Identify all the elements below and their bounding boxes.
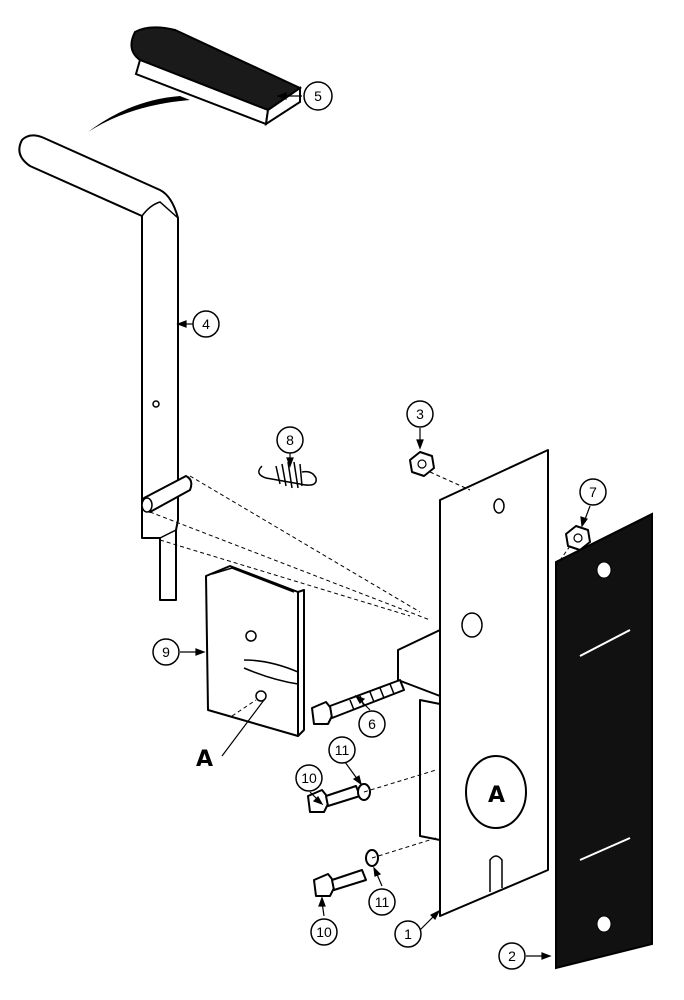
callout-3: 3 <box>406 400 434 428</box>
nut-7 <box>565 525 591 551</box>
reference-letter-a-bracket: A <box>196 747 213 772</box>
bracket-part <box>205 565 305 737</box>
callout-5-label: 5 <box>314 88 322 104</box>
lever-rod-part <box>18 134 193 601</box>
callout-7: 7 <box>579 478 607 506</box>
callout-10-lower-label: 10 <box>316 924 332 940</box>
callout-2: 2 <box>498 942 526 970</box>
grip-install-arrow <box>88 96 190 132</box>
callout-8: 8 <box>276 426 304 454</box>
reference-letter-a-plate: A <box>488 783 505 808</box>
callout-9-label: 9 <box>162 644 170 660</box>
callout-11-lower: 11 <box>368 888 396 916</box>
callout-10-upper: 10 <box>295 764 323 792</box>
callout-2-label: 2 <box>508 948 516 964</box>
callout-5: 5 <box>303 81 333 111</box>
bolt-6 <box>311 679 405 725</box>
callout-8-label: 8 <box>286 432 294 448</box>
callout-4-label: 4 <box>202 316 210 332</box>
callout-10-lower: 10 <box>310 918 338 946</box>
assembly-lines <box>149 471 571 859</box>
mounting-plate-part <box>397 449 549 917</box>
callout-6-label: 6 <box>368 716 376 732</box>
callout-4: 4 <box>192 310 220 338</box>
callout-3-label: 3 <box>416 406 424 422</box>
callout-11-upper: 11 <box>328 736 356 764</box>
callout-7-label: 7 <box>589 484 597 500</box>
grip-cover-part <box>130 26 303 127</box>
callout-1: 1 <box>394 920 422 948</box>
leader-lines <box>176 92 591 960</box>
callout-1-label: 1 <box>404 926 412 942</box>
callout-6: 6 <box>358 710 386 738</box>
bolt-10-lower <box>313 869 367 897</box>
callout-11-upper-label: 11 <box>335 742 350 758</box>
callout-10-upper-label: 10 <box>301 770 317 786</box>
nut-3 <box>409 451 435 477</box>
gasket-part <box>555 512 653 970</box>
callout-11-lower-label: 11 <box>375 894 390 910</box>
spring-part <box>258 461 317 489</box>
callout-9: 9 <box>152 638 180 666</box>
